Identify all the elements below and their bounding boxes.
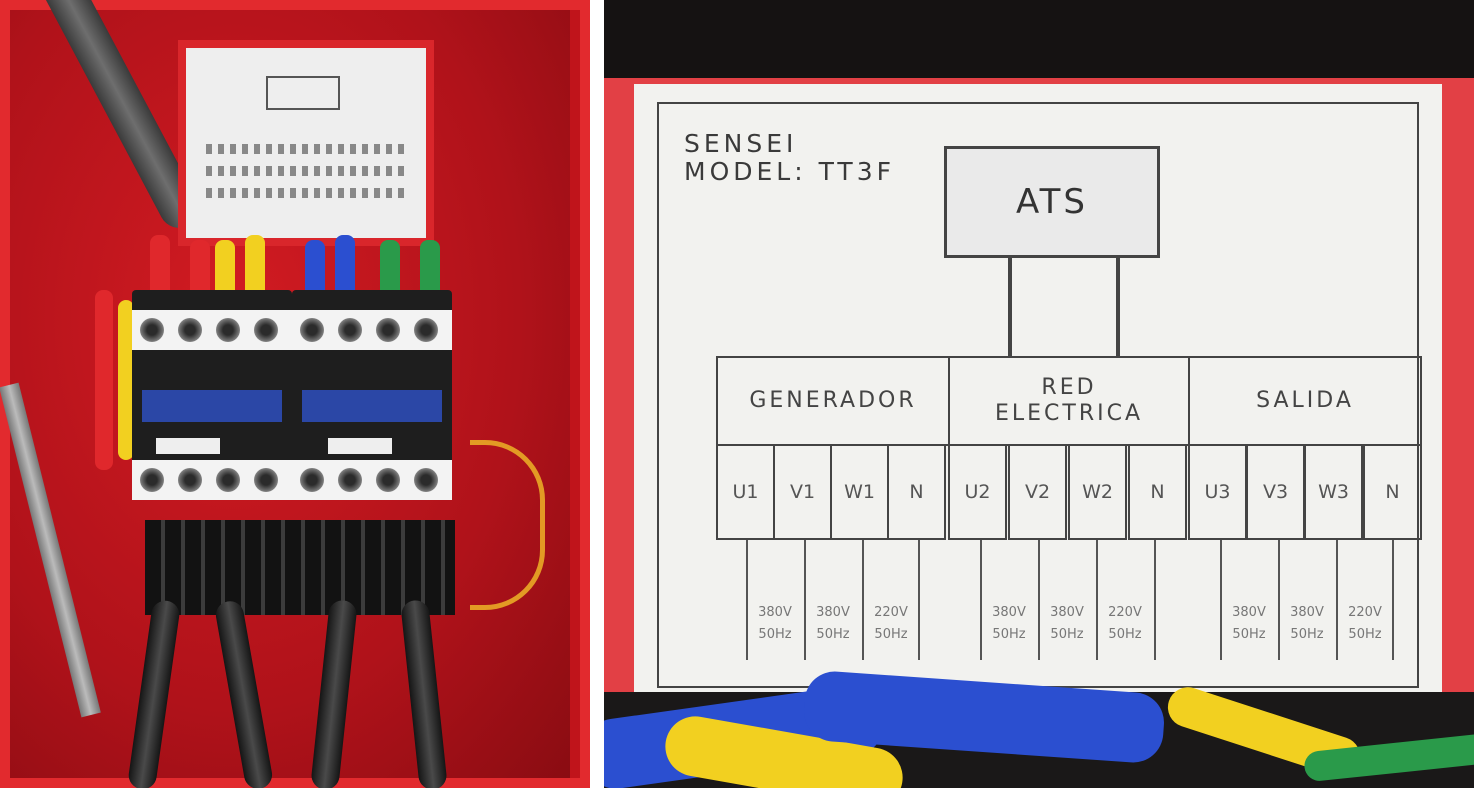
contactor-bottom-terminals <box>132 460 292 500</box>
contactor-blue-plate <box>302 390 442 422</box>
enclosure-photo <box>0 0 590 788</box>
rating-line <box>1038 540 1040 660</box>
model-number: MODEL: TT3F <box>684 157 895 186</box>
terminal-cell: U2 <box>948 444 1007 540</box>
terminal-cell: U1 <box>716 444 775 540</box>
mini-ats-box <box>266 76 340 110</box>
rating-line <box>1220 540 1222 660</box>
wiring-label-sticker <box>186 48 426 238</box>
screw-terminal <box>338 468 362 492</box>
screw-terminal <box>178 468 202 492</box>
contactor-grid <box>292 290 452 500</box>
contactor-top-terminals <box>292 310 452 350</box>
terminal-cell: U3 <box>1188 444 1247 540</box>
rating-line <box>746 540 748 660</box>
rating-line <box>1392 540 1394 660</box>
screw-terminal <box>216 468 240 492</box>
screw-terminal <box>376 468 400 492</box>
rating-line <box>1278 540 1280 660</box>
section-header-generator: GENERADOR <box>716 356 950 446</box>
screw-terminal <box>376 318 400 342</box>
mini-label-row <box>206 166 406 176</box>
ats-connector-line <box>1116 258 1120 358</box>
terminal-cell: W3 <box>1304 444 1363 540</box>
rating-line <box>980 540 982 660</box>
screw-terminal <box>254 318 278 342</box>
terminal-cell: V3 <box>1246 444 1305 540</box>
screw-terminal <box>414 318 438 342</box>
contactor-tag <box>328 438 392 454</box>
terminal-cell: V1 <box>773 444 832 540</box>
contactor-generator <box>132 290 292 500</box>
terminal-cell: N <box>887 444 946 540</box>
wire-yellow <box>118 300 134 460</box>
rating-line <box>1336 540 1338 660</box>
wires-below-label <box>604 669 1474 788</box>
contactor-blue-plate <box>142 390 282 422</box>
terminal-cell: V2 <box>1008 444 1067 540</box>
rating-line <box>1154 540 1156 660</box>
screw-terminal <box>140 318 164 342</box>
brand-name: SENSEI <box>684 129 798 158</box>
wire-red <box>95 290 113 470</box>
terminal-block <box>145 520 455 615</box>
terminal-cell: N <box>1363 444 1422 540</box>
screw-terminal <box>338 318 362 342</box>
brand-block: SENSEI MODEL: TT3F <box>684 130 895 186</box>
terminal-cell: N <box>1128 444 1187 540</box>
screw-terminal <box>254 468 278 492</box>
rating-line <box>804 540 806 660</box>
terminal-cell: W2 <box>1068 444 1127 540</box>
contactor-tag <box>156 438 220 454</box>
contactor-bottom-terminals <box>292 460 452 500</box>
terminal-cell: W1 <box>830 444 889 540</box>
section-header-output: SALIDA <box>1188 356 1422 446</box>
rating-line <box>862 540 864 660</box>
ats-connector-line <box>1008 258 1012 358</box>
rating-line <box>1096 540 1098 660</box>
screw-terminal <box>140 468 164 492</box>
mini-label-row <box>206 188 406 198</box>
rating-line <box>918 540 920 660</box>
screw-terminal <box>300 318 324 342</box>
screw-terminal <box>414 468 438 492</box>
ats-label: ATS <box>1016 182 1088 222</box>
screw-terminal <box>178 318 202 342</box>
wire-orange-loop <box>470 440 545 610</box>
ats-box: ATS <box>944 146 1160 258</box>
mini-label-row <box>206 144 406 154</box>
screw-terminal <box>300 468 324 492</box>
contactor-top-terminals <box>132 310 292 350</box>
screw-terminal <box>216 318 240 342</box>
